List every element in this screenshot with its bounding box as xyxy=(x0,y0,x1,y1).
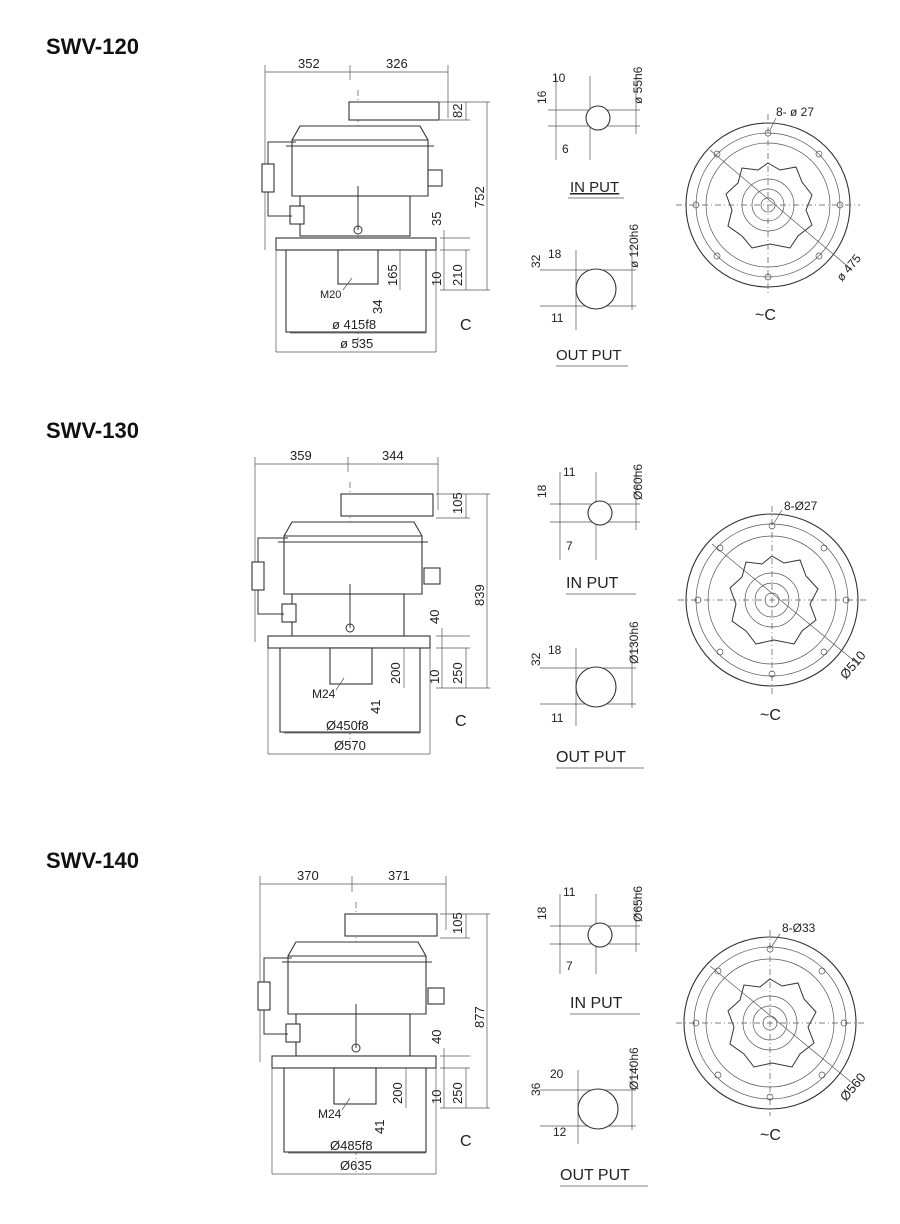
dim-left: 352 xyxy=(298,56,320,71)
dim-top-height: 105 xyxy=(450,912,465,934)
dim-left: 370 xyxy=(297,868,319,883)
input-dim-1: 10 xyxy=(552,71,566,85)
input-dim-2: 18 xyxy=(535,484,549,498)
output-shaft-dia: Ø130h6 xyxy=(627,621,641,664)
flange-pcd: ø 475 xyxy=(834,251,865,284)
dim-top-height: 105 xyxy=(450,492,465,514)
output-label: OUT PUT xyxy=(556,749,626,766)
input-dim-2: 16 xyxy=(535,90,549,104)
dim-key-height: 165 xyxy=(385,264,400,286)
output-dim-2: 32 xyxy=(529,254,543,268)
dia-spigot: ø 415f8 xyxy=(332,317,376,332)
output-dim-3: 11 xyxy=(551,311,564,325)
input-label: IN PUT xyxy=(570,995,623,1012)
rotation-mark: C xyxy=(455,713,467,730)
flange-front-view: 8-Ø33 Ø560 ~C xyxy=(676,921,869,1144)
flange-holes: 8-Ø27 xyxy=(784,499,818,513)
flange-front-view: 8-Ø27 Ø510 ~C xyxy=(678,499,869,724)
input-shaft-view: 10 16 6 ø 55h6 IN PUT xyxy=(535,66,645,199)
rotation-mark: C xyxy=(460,317,472,334)
model-title: SWV-120 xyxy=(46,34,139,59)
dia-flange: ø 535 xyxy=(340,336,373,351)
dim-step: 40 xyxy=(429,1030,444,1044)
flange-holes: 8- ø 27 xyxy=(776,105,814,119)
input-label: IN PUT xyxy=(570,179,619,196)
side-view: 359 344 105 839 40 10 250 200 41 xyxy=(251,448,869,769)
output-dim-1: 18 xyxy=(548,643,562,657)
dia-flange: Ø570 xyxy=(334,738,366,753)
dim-top-height: 82 xyxy=(450,104,465,118)
thread-size: M20 xyxy=(320,289,341,301)
dim-base-b: 250 xyxy=(450,1082,465,1104)
dim-base-a: 10 xyxy=(429,272,444,286)
side-view: 370 371 105 877 40 10 250 200 41 xyxy=(257,868,869,1187)
dim-base-b: 250 xyxy=(450,662,465,684)
output-dim-3: 12 xyxy=(553,1125,567,1139)
flange-pcd: Ø510 xyxy=(837,648,869,682)
input-shaft-dia: Ø60h6 xyxy=(631,464,645,500)
dia-spigot: Ø485f8 xyxy=(330,1138,373,1153)
dim-base-b: 210 xyxy=(450,264,465,286)
dim-key-width: 41 xyxy=(368,700,383,714)
dim-base-a: 10 xyxy=(429,1090,444,1104)
dim-key-width: 41 xyxy=(372,1120,387,1134)
model-title: SWV-130 xyxy=(46,418,139,443)
input-label: IN PUT xyxy=(566,575,619,592)
output-dim-1: 18 xyxy=(548,247,562,261)
dim-right: 344 xyxy=(382,448,404,463)
input-dim-1: 11 xyxy=(563,465,576,479)
dia-spigot: Ø450f8 xyxy=(326,718,369,733)
model-title: SWV-140 xyxy=(46,848,139,873)
input-shaft-dia: Ø65h6 xyxy=(631,886,645,922)
flange-pcd: Ø560 xyxy=(837,1070,869,1104)
input-shaft-dia: ø 55h6 xyxy=(631,66,645,104)
dim-key-width: 34 xyxy=(370,300,385,314)
flange-rotation: ~C xyxy=(760,1127,781,1144)
flange-holes: 8-Ø33 xyxy=(782,921,816,935)
flange-rotation: ~C xyxy=(755,307,776,324)
dia-flange: Ø635 xyxy=(340,1158,372,1173)
output-dim-1: 20 xyxy=(550,1067,564,1081)
dim-left: 359 xyxy=(290,448,312,463)
input-dim-3: 7 xyxy=(566,959,573,973)
dim-total-height: 877 xyxy=(472,1006,487,1028)
input-dim-3: 6 xyxy=(562,142,569,156)
input-shaft-view: 11 18 7 Ø60h6 IN PUT xyxy=(535,464,645,595)
dim-key-height: 200 xyxy=(388,662,403,684)
drawing-block-swv-130: 359 344 105 839 40 10 250 200 41 xyxy=(0,392,900,792)
rotation-mark: C xyxy=(460,1133,472,1150)
output-label: OUT PUT xyxy=(560,1167,630,1184)
dim-right: 326 xyxy=(386,56,408,71)
side-view: 352 326 82 75 xyxy=(261,56,864,367)
input-dim-2: 18 xyxy=(535,906,549,920)
dim-base-a: 10 xyxy=(427,670,442,684)
dim-key-height: 200 xyxy=(390,1082,405,1104)
drawing-block-swv-140: 370 371 105 877 40 10 250 200 41 xyxy=(0,810,900,1210)
output-dim-3: 11 xyxy=(551,711,564,725)
input-dim-1: 11 xyxy=(563,885,576,899)
output-dim-2: 36 xyxy=(529,1082,543,1096)
output-label: OUT PUT xyxy=(556,347,622,364)
dim-total-height: 752 xyxy=(472,186,487,208)
output-dim-2: 32 xyxy=(529,652,543,666)
output-shaft-view: 18 32 11 Ø130h6 OUT PUT xyxy=(529,621,644,769)
input-shaft-view: 11 18 7 Ø65h6 IN PUT xyxy=(535,885,645,1015)
flange-rotation: ~C xyxy=(760,707,781,724)
dim-step: 35 xyxy=(429,212,444,226)
input-dim-3: 7 xyxy=(566,539,573,553)
output-shaft-dia: ø 120h6 xyxy=(627,224,641,268)
drawing-block-swv-120: 352 326 82 75 xyxy=(0,0,900,400)
output-shaft-dia: Ø140h6 xyxy=(627,1047,641,1090)
flange-front-view: 8- ø 27 ø 475 ~C xyxy=(676,105,864,324)
thread-size: M24 xyxy=(312,687,336,701)
dim-right: 371 xyxy=(388,868,410,883)
output-shaft-view: 20 36 12 Ø140h6 OUT PUT xyxy=(529,1047,648,1187)
dim-total-height: 839 xyxy=(472,584,487,606)
dim-step: 40 xyxy=(427,610,442,624)
output-shaft-view: 18 32 11 ø 120h6 OUT PUT xyxy=(529,224,641,367)
thread-size: M24 xyxy=(318,1107,342,1121)
